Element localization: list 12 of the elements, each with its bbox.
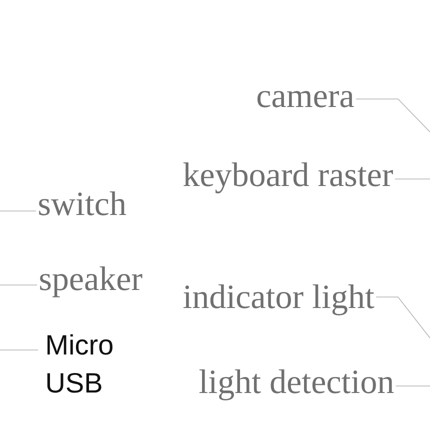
callout-label: speaker bbox=[40, 266, 142, 298]
leader-line bbox=[0, 284, 38, 286]
callout-label: Micro USB bbox=[47, 334, 112, 393]
callout-label: light detection bbox=[199, 369, 394, 400]
callout-label: switch bbox=[39, 191, 126, 216]
leader-line bbox=[356, 98, 430, 132]
callout-label: indicator light bbox=[183, 284, 374, 316]
leader-line bbox=[376, 296, 430, 338]
callout-label: keyboard raster bbox=[183, 162, 393, 194]
leader-line bbox=[0, 210, 36, 212]
callout-label: camera bbox=[257, 90, 354, 108]
leader-line bbox=[394, 178, 430, 180]
